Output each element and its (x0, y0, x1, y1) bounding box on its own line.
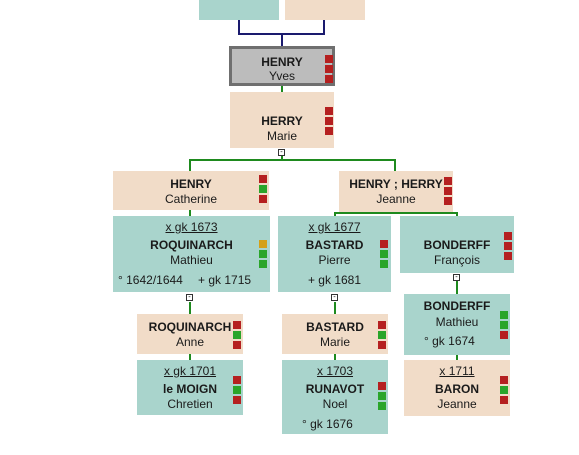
collapse-toggle[interactable]: - (278, 148, 285, 156)
birth-info: ° 1642/1644 (118, 273, 183, 287)
status-indicator (500, 311, 508, 319)
status-indicator (233, 396, 241, 404)
status-indicator (378, 392, 386, 400)
given-name: Mathieu (170, 253, 213, 267)
status-indicator (233, 331, 241, 339)
status-indicator (259, 250, 267, 258)
status-indicator (500, 376, 508, 384)
given-name: Mathieu (435, 315, 479, 329)
marriage-info: x gk 1673 (165, 220, 218, 234)
status-indicator (325, 127, 333, 135)
given-name: Anne (175, 335, 205, 349)
person-box-jeanne-baron[interactable]: x 1711 BARON Jeanne (404, 360, 510, 416)
status-indicator (325, 75, 333, 83)
person-box-pierre-bastard[interactable]: x gk 1677 BASTARD Pierre + gk 1681 (278, 216, 391, 292)
marriage-info: x gk 1701 (163, 364, 217, 378)
surname: BONDERFF (423, 238, 491, 252)
collapse-toggle[interactable]: - (186, 293, 193, 301)
status-indicator (378, 341, 386, 349)
status-indicator (500, 321, 508, 329)
status-indicator (504, 252, 512, 260)
status-indicator (500, 386, 508, 394)
status-indicator (233, 321, 241, 329)
status-indicator (444, 177, 452, 185)
given-name: Marie (319, 335, 350, 349)
status-indicator (380, 260, 388, 268)
person-box-yves-henry[interactable]: HENRY Yves (229, 46, 335, 86)
person-box-noel-runavot[interactable]: x 1703 RUNAVOT Noel ° gk 1676 (282, 360, 388, 434)
surname: HENRY (170, 177, 212, 191)
status-indicator (500, 331, 508, 339)
person-box-parent-2[interactable] (285, 0, 365, 20)
person-box-anne-roquinarch[interactable]: ROQUINARCH Anne (137, 314, 243, 354)
surname: BASTARD (305, 238, 364, 252)
given-name: Catherine (164, 192, 218, 206)
status-indicator (325, 107, 333, 115)
given-name: Marie (266, 129, 297, 143)
given-name: François (433, 253, 480, 267)
status-indicator (378, 331, 386, 339)
given-name: Yves (268, 69, 295, 83)
status-indicator (504, 242, 512, 250)
given-name: Pierre (318, 253, 351, 267)
given-name: Chretien (167, 397, 213, 411)
surname: BARON (435, 382, 479, 396)
person-box-mathieu-roquinarch[interactable]: x gk 1673 ROQUINARCH Mathieu ° 1642/1644… (113, 216, 270, 292)
person-box-mathieu-bonderff[interactable]: BONDERFF Mathieu ° gk 1674 (404, 294, 510, 355)
status-indicator (378, 402, 386, 410)
status-indicator (380, 250, 388, 258)
status-indicator (504, 232, 512, 240)
person-box-catherine-henry[interactable]: HENRY Catherine (113, 171, 269, 210)
status-indicator (378, 382, 386, 390)
status-indicator (233, 376, 241, 384)
death-info: + gk 1715 (198, 273, 252, 287)
given-name: Jeanne (376, 192, 416, 206)
surname: RUNAVOT (305, 382, 365, 396)
status-indicator (325, 55, 333, 63)
surname: ROQUINARCH (150, 238, 233, 252)
status-indicator (444, 187, 452, 195)
surname: BASTARD (306, 320, 364, 334)
birth-info: ° gk 1674 (424, 334, 475, 348)
status-indicator (259, 175, 267, 183)
status-indicator (378, 321, 386, 329)
status-indicator (325, 117, 333, 125)
birth-info: ° gk 1676 (302, 417, 353, 431)
death-info: + gk 1681 (307, 273, 362, 287)
surname: le MOIGN (162, 382, 217, 396)
status-indicator (233, 386, 241, 394)
marriage-info: x gk 1677 (308, 220, 361, 234)
status-indicator (233, 341, 241, 349)
status-indicator (325, 65, 333, 73)
person-box-marie-herry[interactable]: HERRY Marie (230, 92, 334, 148)
status-indicator (259, 195, 267, 203)
marriage-info: x 1711 (439, 364, 475, 378)
status-indicator (380, 240, 388, 248)
person-box-chretien-le-moign[interactable]: x gk 1701 le MOIGN Chretien (137, 360, 243, 415)
status-indicator (444, 197, 452, 205)
person-box-parent-1[interactable] (199, 0, 279, 20)
status-indicator (259, 260, 267, 268)
surname: HENRY ; HERRY (349, 177, 443, 191)
marriage-info: x 1703 (316, 364, 354, 378)
collapse-toggle[interactable]: - (331, 293, 338, 301)
status-indicator (259, 240, 267, 248)
surname: HERRY (261, 114, 303, 128)
person-box-marie-bastard[interactable]: BASTARD Marie (282, 314, 388, 354)
given-name: Jeanne (437, 397, 477, 411)
surname: ROQUINARCH (148, 320, 232, 334)
person-box-jeanne-henry[interactable]: HENRY ; HERRY Jeanne (339, 171, 453, 212)
status-indicator (259, 185, 267, 193)
collapse-toggle[interactable]: - (453, 273, 460, 281)
status-indicator (500, 396, 508, 404)
person-box-francois-bonderff[interactable]: BONDERFF François (400, 216, 514, 273)
surname: HENRY (261, 55, 303, 69)
surname: BONDERFF (423, 299, 491, 313)
given-name: Noel (322, 397, 348, 411)
